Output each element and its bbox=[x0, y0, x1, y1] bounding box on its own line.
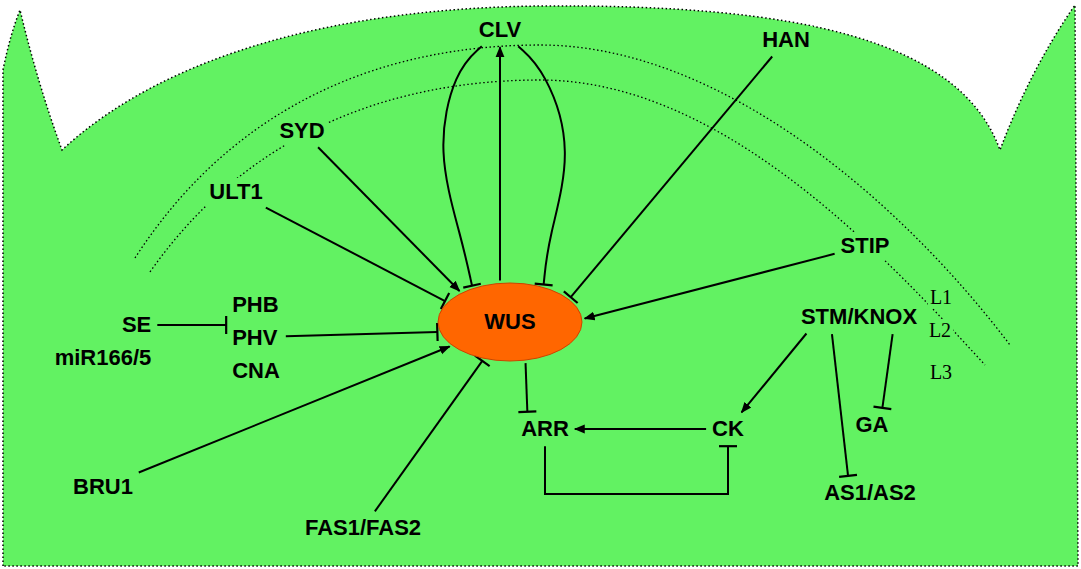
gene-name: SYD bbox=[279, 118, 324, 144]
meristem-outline bbox=[3, 5, 1078, 566]
gene-node: BRU1 bbox=[70, 473, 136, 501]
gene-node: SYD bbox=[276, 117, 327, 145]
gene-name: STIP bbox=[841, 233, 890, 259]
activation-connector bbox=[139, 346, 450, 472]
gene-name: GA bbox=[856, 412, 889, 438]
layer-label: L3 bbox=[928, 361, 954, 383]
inhibition-connector bbox=[832, 334, 848, 476]
gene-node: CK bbox=[709, 415, 747, 443]
inhibition-connector bbox=[571, 56, 772, 297]
layer-label: L2 bbox=[927, 319, 953, 341]
gene-node: SE miR166/5 bbox=[52, 307, 155, 375]
gene-name: CLV bbox=[479, 17, 521, 43]
inhibition-connector bbox=[518, 46, 565, 284]
gene-node: STM/KNOX bbox=[798, 303, 920, 331]
gene-name: AS1/AS2 bbox=[824, 480, 916, 506]
activation-connector bbox=[499, 47, 501, 280]
gene-name: ULT1 bbox=[209, 179, 262, 205]
gene-node: FAS1/FAS2 bbox=[302, 514, 424, 542]
gene-name: HAN bbox=[762, 27, 810, 53]
gene-node: CLV bbox=[476, 16, 524, 44]
gene-node: ARR bbox=[518, 415, 572, 443]
gene-node: PHB PHV CNA bbox=[229, 287, 283, 388]
gene-name: BRU1 bbox=[73, 474, 133, 500]
activation-connector bbox=[318, 147, 459, 291]
inhibition-connector bbox=[526, 363, 528, 412]
gene-name: PHB PHV CNA bbox=[232, 288, 280, 387]
gene-node: ULT1 bbox=[206, 178, 265, 206]
ellipse-fill bbox=[438, 283, 582, 361]
activation-connector bbox=[575, 428, 706, 430]
gene-node: STIP bbox=[838, 232, 893, 260]
gene-name: STM/KNOX bbox=[801, 304, 917, 330]
gene-node: AS1/AS2 bbox=[821, 479, 919, 507]
gene-node: GA bbox=[853, 411, 892, 439]
inhibition-connector bbox=[286, 332, 438, 336]
gene-name: WUS bbox=[484, 309, 535, 335]
inhibition-connector bbox=[443, 46, 481, 286]
ellipse-node: WUS bbox=[437, 282, 583, 362]
gene-name: SE miR166/5 bbox=[55, 308, 152, 374]
inhibition-connector bbox=[545, 446, 728, 494]
activation-connector bbox=[742, 334, 807, 413]
inhibition-connector bbox=[157, 324, 226, 326]
inhibition-connector bbox=[882, 334, 892, 408]
gene-name: CK bbox=[712, 416, 744, 442]
layer-label: L1 bbox=[928, 286, 954, 308]
gene-node: HAN bbox=[759, 26, 813, 54]
inhibition-connector bbox=[375, 361, 482, 512]
gene-name: FAS1/FAS2 bbox=[305, 515, 421, 541]
inhibition-connector bbox=[266, 208, 445, 302]
gene-name: ARR bbox=[521, 416, 569, 442]
